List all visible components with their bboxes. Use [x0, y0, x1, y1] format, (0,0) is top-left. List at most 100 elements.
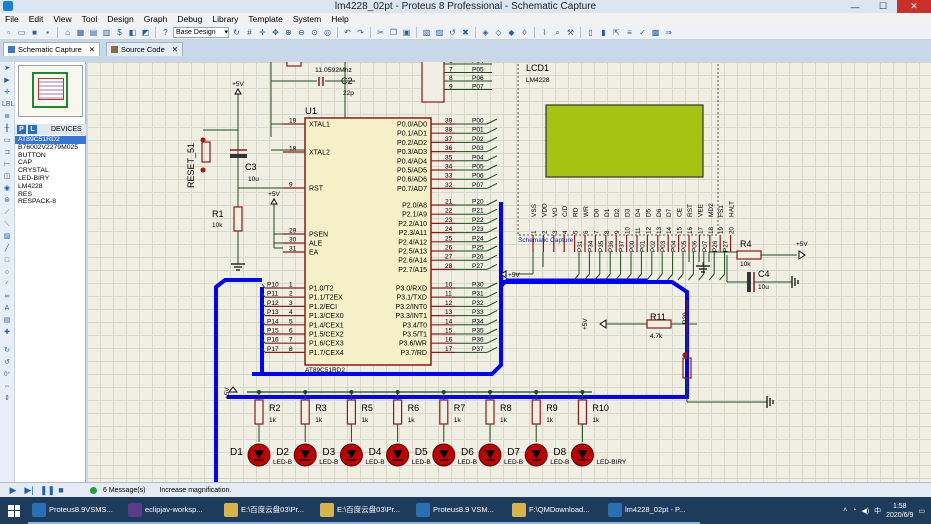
pcb-icon[interactable]: ▤ [89, 27, 98, 37]
minimize-button[interactable]: — [850, 1, 860, 12]
taskbar-item[interactable]: E:\百度云盘03\Pr... [316, 497, 412, 524]
path-icon[interactable]: ∞ [4, 293, 10, 300]
new-file-icon[interactable]: ▫ [7, 27, 10, 37]
taskbar-item[interactable]: F:\QMDownload... [508, 497, 604, 524]
menu-library[interactable]: Library [212, 14, 239, 24]
schematic-canvas[interactable]: 11.0592MhzC222p6P047P058P069P07U1AT89C51… [87, 62, 931, 482]
zoom-out-icon[interactable]: ⊖ [298, 27, 305, 37]
refresh-icon[interactable]: ↻ [233, 27, 240, 37]
device-list-item[interactable]: RESPACK-8 [18, 198, 57, 206]
gerber-icon[interactable]: ▥ [102, 27, 111, 37]
mirror-y-icon[interactable]: ⇕ [4, 395, 10, 402]
start-button[interactable] [0, 497, 28, 524]
menu-debug[interactable]: Debug [177, 14, 203, 24]
undo-icon[interactable]: ↶ [344, 27, 351, 37]
tab-close-icon[interactable]: ✕ [88, 45, 96, 54]
box-icon[interactable]: □ [4, 257, 10, 264]
menu-edit[interactable]: Edit [28, 14, 44, 24]
menu-help[interactable]: Help [331, 14, 349, 24]
design-style-select[interactable]: Base Design▾ [173, 26, 229, 38]
block-delete-icon[interactable]: ✖ [462, 27, 469, 37]
voltage-probe-icon[interactable]: ⟋ [4, 209, 10, 216]
overview-window[interactable] [18, 65, 83, 117]
component-mode-icon[interactable]: ▶ [4, 77, 10, 84]
menu-tool[interactable]: Tool [81, 14, 98, 24]
device-list-item[interactable]: LED-BIRY [18, 174, 50, 182]
source-code-icon[interactable]: ◧ [128, 27, 137, 37]
device-list-item[interactable]: BUTTON [18, 151, 46, 159]
arc-icon[interactable]: ◜ [5, 281, 9, 288]
package-tool-icon[interactable]: ◆ [508, 27, 515, 37]
netlist-icon[interactable]: ≡ [627, 27, 632, 37]
symbol-icon[interactable]: ▤ [3, 317, 11, 324]
text-script-icon[interactable]: ≣ [4, 113, 10, 120]
play-icon[interactable]: ▶ [9, 485, 17, 495]
circle-icon[interactable]: ○ [4, 269, 10, 276]
volume-icon[interactable]: ◀) [861, 507, 870, 515]
wire-label-icon[interactable]: LBL [2, 101, 15, 108]
origin-icon[interactable]: ✛ [259, 27, 266, 37]
device-list-item[interactable]: CAP [18, 159, 32, 167]
pause-icon[interactable]: ❚❚ [40, 485, 56, 495]
copy-icon[interactable]: ❐ [389, 27, 398, 37]
subcircuit-icon[interactable]: ▭ [3, 137, 11, 144]
property-tool-icon[interactable]: ⚒ [566, 27, 575, 37]
menu-view[interactable]: View [53, 14, 72, 24]
stop-icon[interactable]: ■ [58, 485, 64, 495]
schematic-drawing[interactable]: 11.0592MhzC222p6P047P058P069P07U1AT89C51… [87, 62, 931, 482]
block-move-icon[interactable]: ▨ [435, 27, 444, 37]
selection-mode-icon[interactable]: ➤ [4, 65, 10, 72]
search-icon[interactable]: ⌕ [555, 27, 560, 37]
new-sheet-icon[interactable]: ▯ [588, 27, 593, 37]
close-button[interactable]: ✕ [897, 0, 931, 13]
tape-recorder-icon[interactable]: ◉ [3, 185, 11, 192]
menu-system[interactable]: System [292, 14, 322, 24]
text-icon[interactable]: A [4, 305, 10, 312]
line-icon[interactable]: ╱ [4, 245, 10, 252]
menu-file[interactable]: File [5, 14, 19, 24]
taskbar-item[interactable]: eclipjav-worksp... [124, 497, 220, 524]
exit-parent-icon[interactable]: ⇱ [613, 27, 620, 37]
network-icon[interactable]: ◔ [852, 507, 857, 514]
terminals-icon[interactable]: ⊐ [4, 149, 10, 156]
debug-icon[interactable]: ◩ [141, 27, 150, 37]
taskbar-item[interactable]: Proteus8.9VSMS... [28, 497, 124, 524]
marker-icon[interactable]: ✚ [4, 329, 10, 336]
wire-autorouter-icon[interactable]: ⌇ [542, 27, 547, 37]
device-list-item[interactable]: RES [18, 190, 32, 198]
device-list-item[interactable]: CRYSTAL [18, 167, 49, 175]
menu-graph[interactable]: Graph [143, 14, 168, 24]
netlist-to-pcb-icon[interactable]: ⇒ [665, 27, 672, 37]
taskbar-item[interactable]: lm4228_02pt - P... [604, 497, 700, 524]
device-list-item[interactable]: B76002V2279M025 [18, 143, 79, 151]
schematic-icon[interactable]: ▦ [76, 27, 85, 37]
device-pins-icon[interactable]: ⊢ [3, 161, 11, 168]
close-project-icon[interactable]: ▪ [46, 27, 49, 37]
zoom-all-icon[interactable]: ⊙ [311, 27, 318, 37]
messages-count[interactable]: 6 Message(s) [103, 486, 146, 494]
junction-dot-icon[interactable]: ✛ [4, 89, 10, 96]
remove-sheet-icon[interactable]: ▮ [601, 27, 606, 37]
grid-icon[interactable]: # [247, 27, 252, 37]
make-device-icon[interactable]: ◇ [495, 27, 502, 37]
library-manager-button[interactable]: L [28, 125, 37, 134]
zoom-area-icon[interactable]: ◎ [324, 27, 331, 37]
rotation-value[interactable]: 0° [4, 372, 10, 378]
virtual-instruments-icon[interactable]: ▨ [3, 233, 11, 240]
tab-schematic-capture[interactable]: Schematic Capture ✕ [3, 42, 101, 56]
save-icon[interactable]: ■ [32, 27, 37, 37]
device-list-item[interactable]: AT89C51RD2 [15, 136, 86, 144]
zoom-in-icon[interactable]: ⊕ [285, 27, 292, 37]
bom-icon[interactable]: $ [117, 27, 122, 37]
generator-icon[interactable]: ⊛ [4, 197, 10, 204]
bom-report-icon[interactable]: ▩ [651, 27, 660, 37]
decompose-icon[interactable]: ◊ [522, 27, 527, 37]
rotate-clockwise-icon[interactable]: ↻ [4, 347, 10, 354]
paste-icon[interactable]: ▣ [402, 27, 411, 37]
block-copy-icon[interactable]: ▧ [422, 27, 431, 37]
help-icon[interactable]: ? [163, 27, 168, 37]
menu-template[interactable]: Template [248, 14, 283, 24]
open-folder-icon[interactable]: ▭ [17, 27, 26, 37]
tab-close-icon[interactable]: ✕ [171, 45, 179, 54]
block-rotate-icon[interactable]: ↺ [449, 27, 456, 37]
